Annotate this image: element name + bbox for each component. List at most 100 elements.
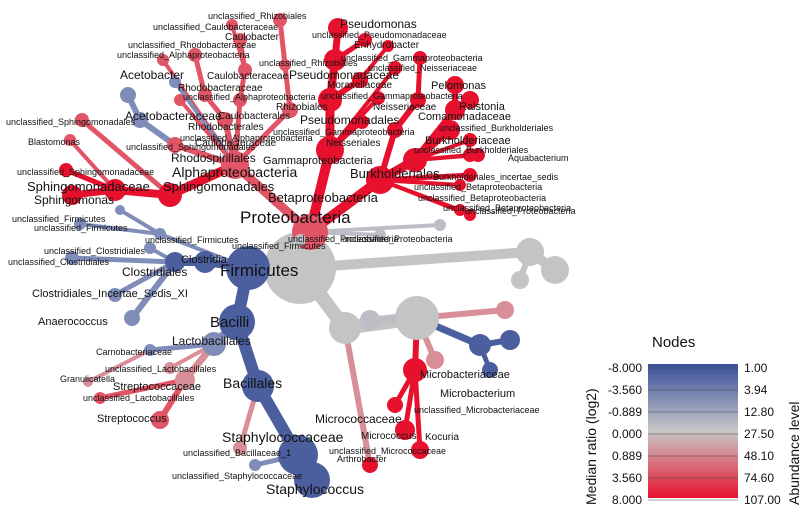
label-pseudomonadaceae: Pseudomonadaceae: [289, 68, 399, 82]
node-rhiz: [282, 102, 298, 118]
node-micc: [403, 358, 427, 382]
edge-alph-ualp3: [178, 98, 237, 167]
label-unclassified-burkholderiales-1: unclassified_Burkholderiales: [439, 123, 554, 133]
label-burkholderiales-incertae-sedis: Burkholderiales_incertae_sedis: [433, 172, 559, 182]
node-usphl: [75, 113, 89, 127]
legend-abundance-label: Abundance level: [786, 401, 800, 505]
node-ulac2: [94, 392, 106, 404]
label-unclassified-sphingomonadales-2: unclassified_Sphingomonadales: [126, 142, 256, 152]
node-act1: [360, 310, 380, 330]
node-rhdb: [217, 112, 233, 128]
label-unclassified-lactobacillales-2: unclassified_Lactobacillales: [83, 393, 195, 403]
label-lactobacillales: Lactobacillales: [172, 334, 251, 348]
label-unclassified-pseudomonadaceae: unclassified_Pseudomonadaceae: [312, 30, 447, 40]
label-pelomonas: Pelomonas: [431, 80, 487, 92]
node-clo: [194, 251, 216, 273]
label-sphingomonadaceae: Sphingomonadaceae: [27, 179, 150, 194]
edge-carn-gran: [86, 348, 152, 384]
label-alphaproteobacteria: Alphaproteobacteria: [172, 164, 298, 180]
label-unclassified-gammaproteobacteria-2: unclassified_Gammaproteobacteria: [321, 91, 463, 101]
node-stphy: [294, 462, 330, 498]
label-rhodobacterales: Rhodobacterales: [188, 122, 264, 133]
legend-ratio-tick: -8.000: [608, 361, 642, 375]
node-psdl: [318, 88, 342, 112]
edge-sphl-usphl: [79, 117, 173, 198]
label-blastomonas: Blastomonas: [28, 137, 81, 147]
node-ucl1: [144, 242, 156, 254]
node-umicb: [482, 362, 498, 378]
node-sphm: [62, 185, 82, 205]
label-burkholderiaceae: Burkholderiaceae: [425, 135, 511, 147]
node-sphl: [158, 183, 182, 207]
legend-ratio-tick: -3.560: [608, 383, 642, 397]
label-granulicatella: Granulicatella: [60, 374, 115, 384]
node-enhy: [382, 40, 394, 52]
node-bis: [463, 168, 477, 182]
label-unclassified-neisseriaceae: unclassified_Neisseriaceae: [368, 63, 477, 73]
label-unclassified-micrococcaceae: unclassified_Micrococcaceae: [329, 446, 446, 456]
label-microbacteriaceae: Microbacteriaceae: [420, 369, 510, 381]
node-ubet1: [454, 179, 466, 191]
node-sphc: [104, 179, 126, 201]
node-bgrey4: [541, 256, 569, 284]
node-ugam1: [388, 61, 402, 75]
edge-clos-cisx: [112, 259, 178, 298]
label-unclassified-firmicutes-2: unclassified_Firmicutes: [34, 223, 128, 233]
label-acetobacteraceae: Acetobacteraceae: [125, 109, 222, 123]
label-sphingomonadales: Sphingomonadales: [163, 179, 275, 194]
label-proteobacteria: Proteobacteria: [240, 208, 351, 227]
edge-sphc-blas: [68, 138, 117, 192]
label-unclassified-sphingomonadales: unclassified_Sphingomonadales: [6, 117, 136, 127]
node-umic: [387, 397, 403, 413]
label-rhodospirillales: Rhodospirillales: [171, 151, 256, 165]
label-caulobacteraceae-1: Caulobacteraceae: [207, 71, 289, 82]
label-unclassified-proteobacteria-2: unclassified_Proteobacteria: [465, 206, 576, 216]
label-unclassified-proteobacteria-1: unclassified_Proteobacteria: [288, 234, 399, 244]
label-unclassified-rhizobiales-2: unclassified_Rhizobiales: [259, 58, 358, 68]
node-up3: [434, 219, 446, 231]
label-firmicutes: Firmicutes: [220, 261, 298, 280]
edge-caulc-caulb: [230, 23, 247, 72]
edge-hub2-arth: [342, 325, 373, 468]
label-micrococcaceae: Micrococcaceae: [315, 412, 402, 426]
node-ugam2: [371, 91, 385, 105]
legend-gradient-wedge: [648, 364, 738, 498]
label-unclassified-alphaproteobacteria-3: unclassified_Alphaproteobacteria: [180, 133, 313, 143]
label-unclassified-alphaproteobacteria-2: unclassified_Alphaproteobacteria: [183, 92, 316, 102]
legend: Nodes Median ratio (log2) Abundance leve…: [583, 334, 800, 507]
label-clostridiales-incertae-sedis-xi: Clostridiales_Incertae_Sedis_XI: [32, 288, 188, 300]
label-unclassified-caulobacteraceae: unclassified_Caulobacteraceae: [153, 22, 278, 32]
label-unclassified-rhodobacteraceae: unclassified_Rhodobacteraceae: [128, 40, 256, 50]
node-anae: [124, 310, 140, 326]
node-ulac1: [164, 362, 176, 374]
node-burc: [440, 120, 460, 140]
node-caulb: [226, 19, 238, 31]
edge-root-hub4: [295, 247, 535, 273]
node-neis: [387, 122, 403, 138]
node-firm: [226, 246, 270, 290]
node-ubac: [233, 441, 247, 455]
label-unclassified-lactobacillales-1: unclassified_Lactobacillales: [105, 364, 217, 374]
label-bacillales: Bacillales: [223, 375, 282, 391]
label-unclassified-firmicutes-3: unclassified_Firmicutes: [145, 235, 239, 245]
node-urhz: [273, 13, 287, 27]
label-staphylococcus: Staphylococcus: [266, 481, 364, 497]
node-urhz2: [279, 59, 291, 71]
label-unclassified-rhizobiales-1: unclassified_Rhizobiales: [208, 11, 307, 21]
node-koc: [411, 441, 429, 459]
edge-uf1-uf2: [78, 222, 162, 236]
node-caul: [233, 93, 247, 107]
node-ucl2: [65, 251, 79, 265]
label-pseudomonas: Pseudomonas: [340, 17, 417, 31]
label-unclassified-firmicutes-1: unclassified_Firmicutes: [12, 214, 106, 224]
edge-prot-up3: [308, 223, 442, 234]
label-bacilli: Bacilli: [210, 314, 249, 331]
legend-ratio-label: Median ratio (log2): [583, 388, 599, 505]
node-bacl: [242, 370, 274, 402]
node-rhdc: [198, 88, 212, 102]
legend-abundance-tick: 3.94: [744, 383, 768, 397]
label-acetobacter: Acetobacter: [120, 68, 184, 82]
label-streptococcus: Streptococcus: [97, 413, 167, 425]
label-comamonadaceae: Comamonadaceae: [418, 111, 511, 123]
